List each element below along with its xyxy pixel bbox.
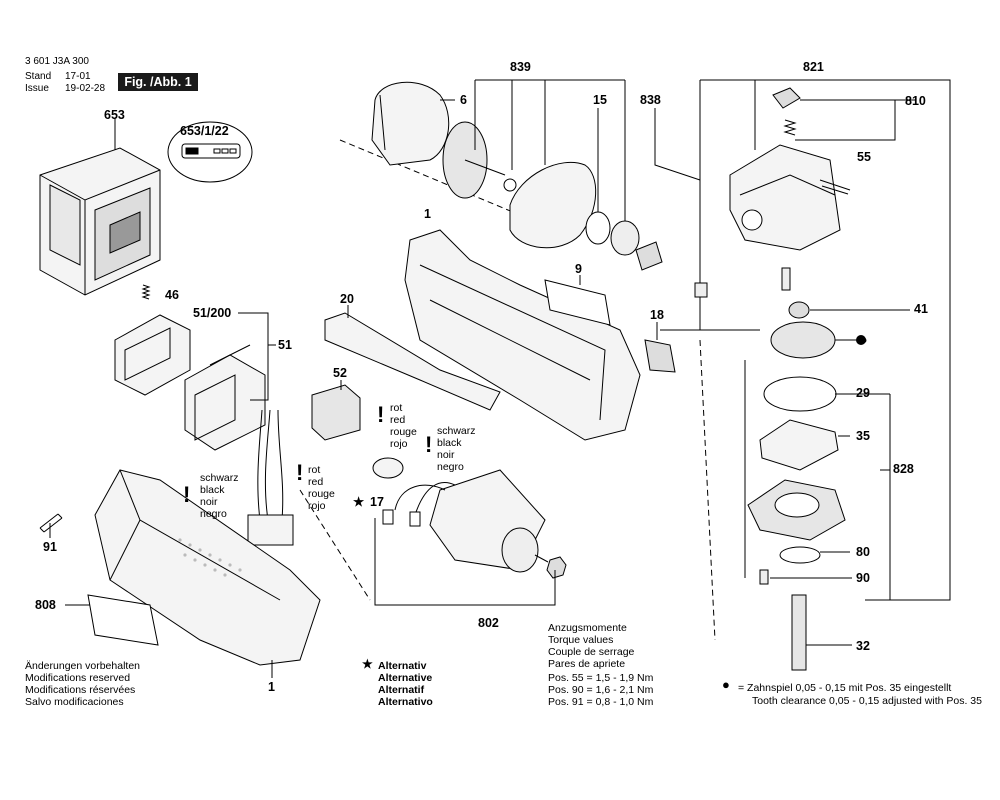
clearance-line-de: = Zahnspiel 0,05 - 0,15 mit Pos. 35 eing… <box>738 682 952 694</box>
callout-802: 802 <box>478 616 499 630</box>
callout-91: 91 <box>43 540 57 554</box>
torque-title-fr: Couple de serrage <box>548 646 635 658</box>
callout-29: 29 <box>856 386 870 400</box>
battery-pack-653 <box>39 147 161 296</box>
torque-row-55: Pos. 55 = 1,5 - 1,9 Nm <box>548 672 654 684</box>
motor-red-wire-es: rojo <box>390 438 408 450</box>
torque-title-en: Torque values <box>548 634 614 646</box>
callout-6: 6 <box>460 93 467 107</box>
callout-80: 80 <box>856 545 870 559</box>
clearance-line-en: Tooth clearance 0,05 - 0,15 adjusted wit… <box>752 695 982 707</box>
motor-red-wire-de: rot <box>390 402 403 414</box>
black-wire-es: negro <box>200 508 227 520</box>
figure-label: Fig. /Abb. 1 <box>118 73 198 91</box>
stand-label: Stand <box>25 71 52 82</box>
callout-52: 52 <box>333 366 347 380</box>
alternative-fr: Alternatif <box>378 684 425 696</box>
torque-row-91: Pos. 91 = 0,8 - 1,0 Nm <box>548 696 654 708</box>
motor-black-wire-en: black <box>437 437 462 449</box>
callout-838: 838 <box>640 93 661 107</box>
callout-808: 808 <box>35 598 56 612</box>
callout-653-1-22: 653/1/22 <box>180 124 229 138</box>
callout-51: 51 <box>278 338 292 352</box>
callout-46: 46 <box>165 288 179 302</box>
alternative-en: Alternative <box>378 672 433 684</box>
callout-18: 18 <box>650 308 664 322</box>
motor-black-wire-fr: noir <box>437 449 455 461</box>
black-wire-en: black <box>200 484 225 496</box>
motor-black-wire-de: schwarz <box>437 425 476 437</box>
clearance-bullet-marker: ● <box>860 333 868 347</box>
torque-title-es: Pares de apriete <box>548 658 626 670</box>
motor-red-wire-warning-icon: ! <box>377 402 385 427</box>
callout-35: 35 <box>856 429 870 443</box>
alternative-star-icon: ★ <box>362 657 373 671</box>
callout-17: 17 <box>370 495 384 509</box>
alternative-de: Alternativ <box>378 660 427 672</box>
torque-row-90: Pos. 90 = 1,6 - 2,1 Nm <box>548 684 654 696</box>
black-wire-de: schwarz <box>200 472 239 484</box>
callout-1-bottom: 1 <box>268 680 275 694</box>
motor-red-wire-en: red <box>390 414 406 426</box>
callout-1-top: 1 <box>424 207 431 221</box>
changes-notice-es: Salvo modificaciones <box>25 696 124 708</box>
stand-value: 17-01 <box>65 71 91 82</box>
alternative-es: Alternativo <box>378 696 433 708</box>
red-wire-de: rot <box>308 464 321 476</box>
red-wire-es: rojo <box>308 500 326 512</box>
motor-red-wire-fr: rouge <box>390 426 417 438</box>
part-number: 3 601 J3A 300 <box>25 56 89 67</box>
callout-20: 20 <box>340 292 354 306</box>
callout-821: 821 <box>803 60 824 74</box>
callout-828: 828 <box>893 462 914 476</box>
callout-41: 41 <box>914 302 928 316</box>
callout-15: 15 <box>593 93 607 107</box>
red-wire-warning-icon: ! <box>296 460 304 485</box>
changes-notice-de: Änderungen vorbehalten <box>25 660 141 672</box>
callout-51-200: 51/200 <box>193 306 232 320</box>
issue-label: Issue <box>25 83 49 94</box>
motor-black-wire-warning-icon: ! <box>425 432 433 457</box>
callout-810: 810 <box>905 94 926 108</box>
red-wire-en: red <box>308 476 324 488</box>
callout-90: 90 <box>856 571 870 585</box>
callout-55: 55 <box>857 150 871 164</box>
motor-black-wire-es: negro <box>437 461 464 473</box>
changes-notice-fr: Modifications réservées <box>25 684 136 696</box>
callout-653: 653 <box>104 108 125 122</box>
black-wire-fr: noir <box>200 496 218 508</box>
clearance-bullet-icon: ● <box>722 677 730 692</box>
callout-9: 9 <box>575 262 582 276</box>
callout-839: 839 <box>510 60 531 74</box>
changes-notice-en: Modifications reserved <box>25 672 131 684</box>
callout-32: 32 <box>856 639 870 653</box>
torque-title-de: Anzugsmomente <box>548 622 627 634</box>
black-wire-warning-icon: ! <box>183 482 191 507</box>
callout-17-star: ★ <box>353 495 365 509</box>
red-wire-fr: rouge <box>308 488 335 500</box>
issue-value: 19-02-28 <box>65 83 106 94</box>
